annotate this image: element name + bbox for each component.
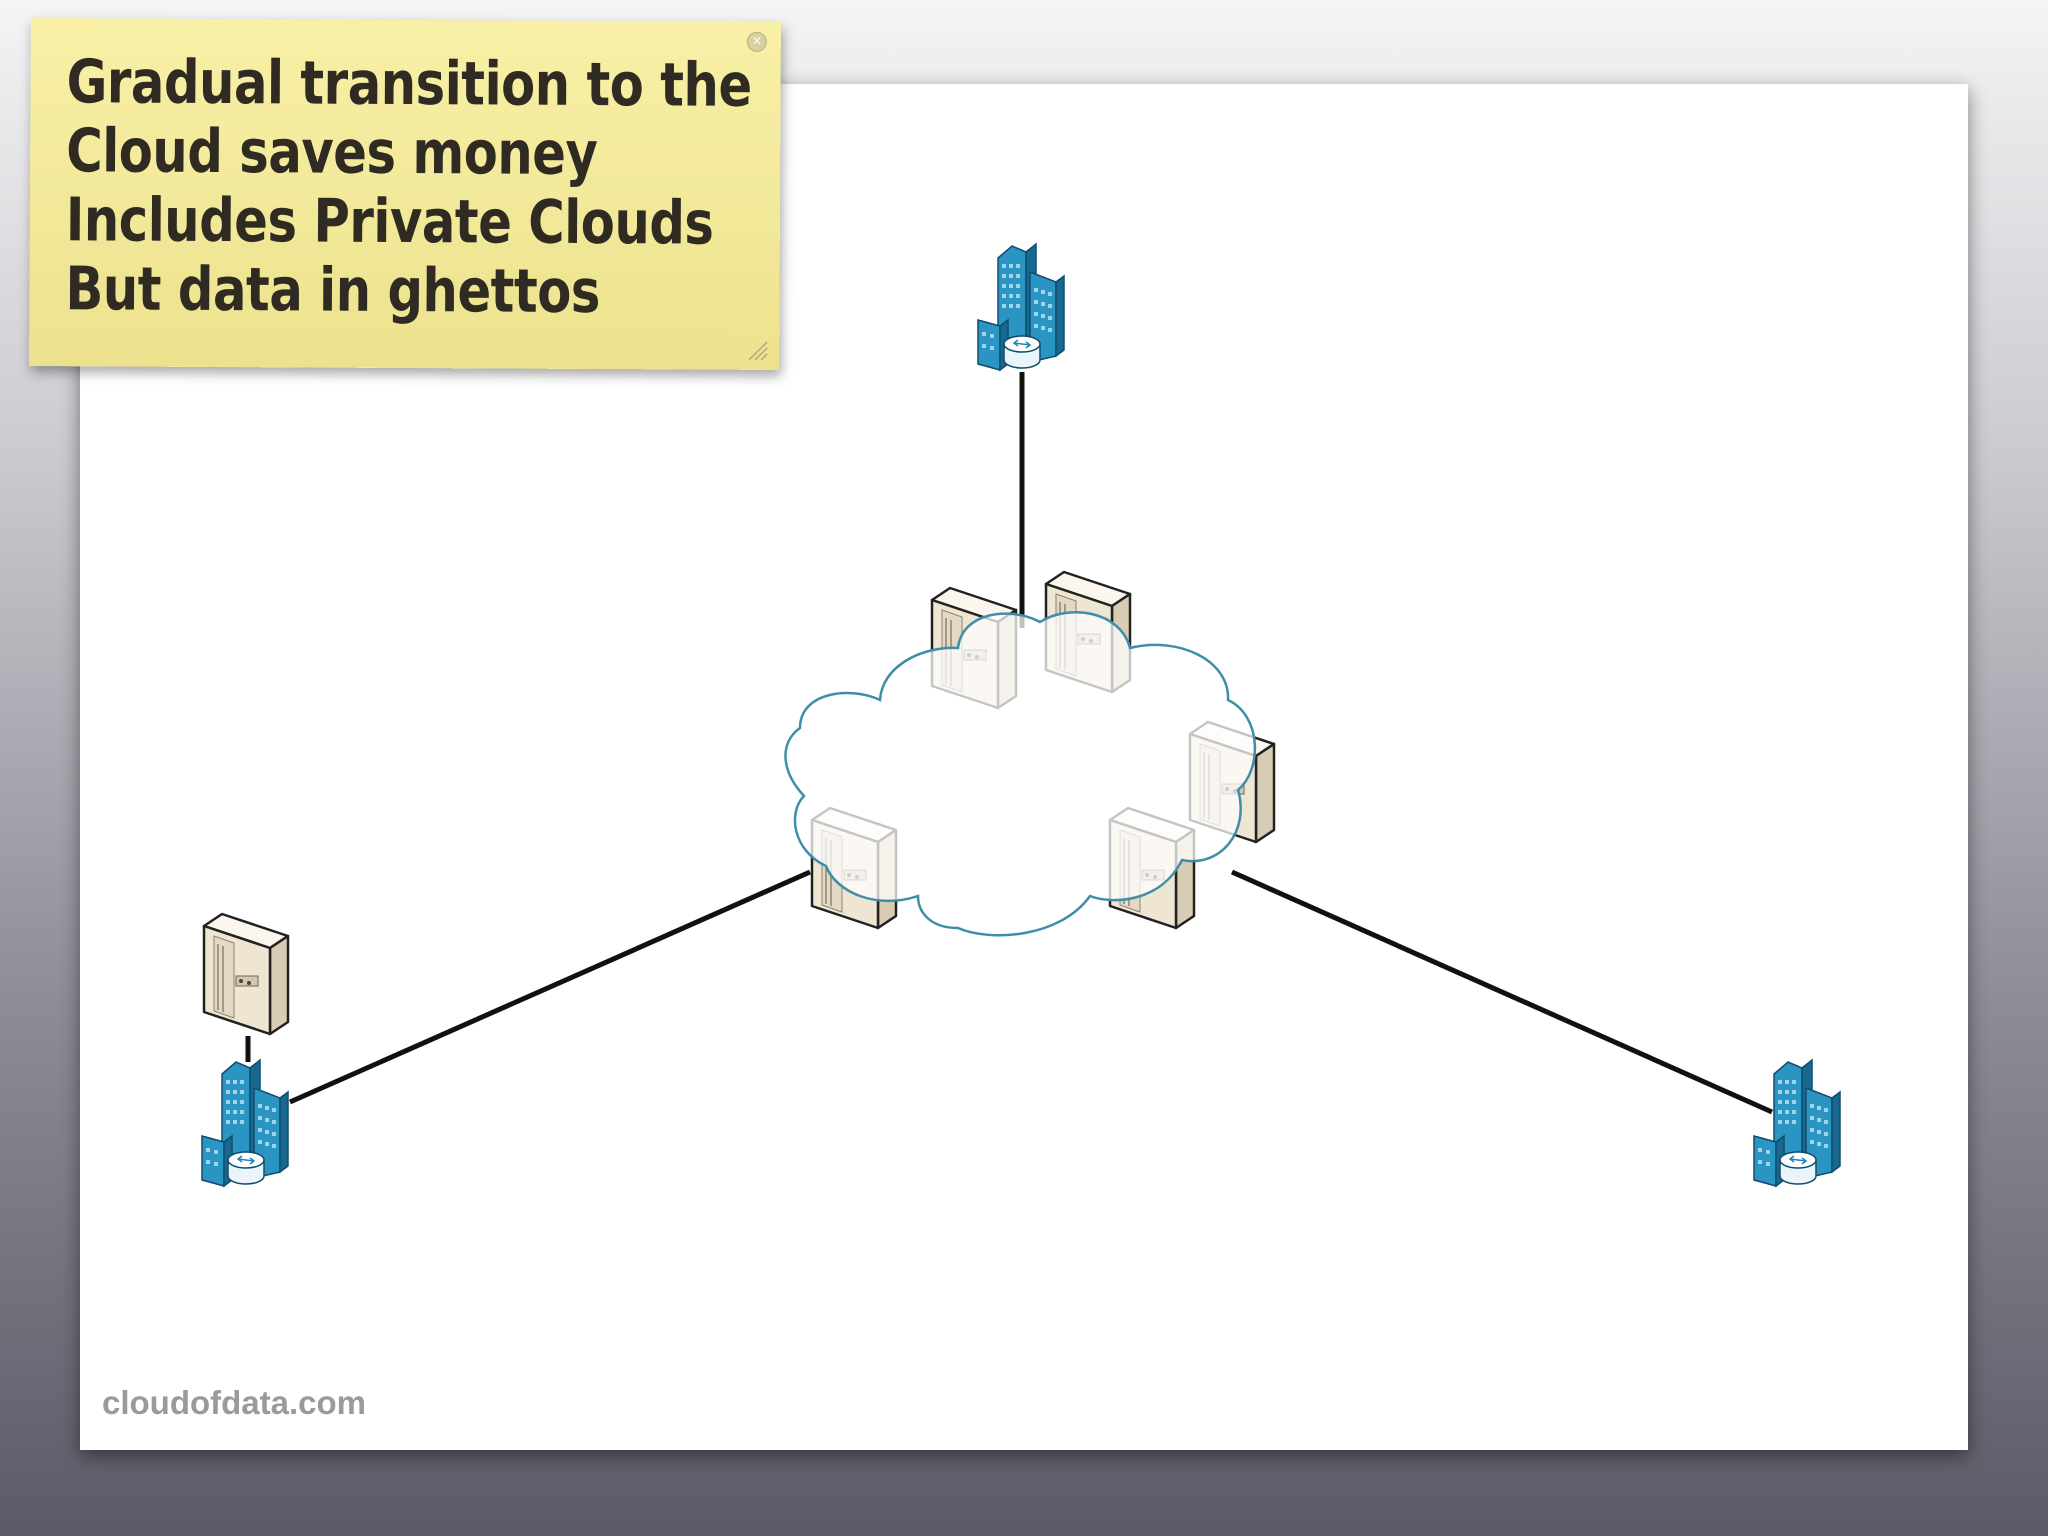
sticky-line-2: Cloud saves money	[66, 116, 598, 190]
sticky-note-text: Gradual transition to the Cloud saves mo…	[65, 47, 752, 328]
link-line-right	[1230, 869, 1774, 1115]
cloud-icon	[784, 611, 1257, 937]
server-icon	[202, 912, 290, 1036]
resize-handle-icon[interactable]	[747, 340, 769, 362]
office-building-icon	[1753, 1059, 1841, 1187]
office-building-icon	[977, 243, 1065, 371]
sticky-line-4: But data in ghettos	[65, 254, 601, 328]
sticky-line-3: Includes Private Clouds	[65, 185, 714, 259]
close-icon[interactable]: ×	[746, 31, 767, 52]
link-line-left	[288, 869, 812, 1105]
sticky-line-1: Gradual transition to the	[66, 47, 752, 121]
link-lines	[245, 372, 1774, 1115]
sticky-note[interactable]: Gradual transition to the Cloud saves mo…	[29, 18, 781, 370]
office-building-icon	[201, 1059, 289, 1187]
footer-brand: cloudofdata.com	[102, 1384, 367, 1421]
